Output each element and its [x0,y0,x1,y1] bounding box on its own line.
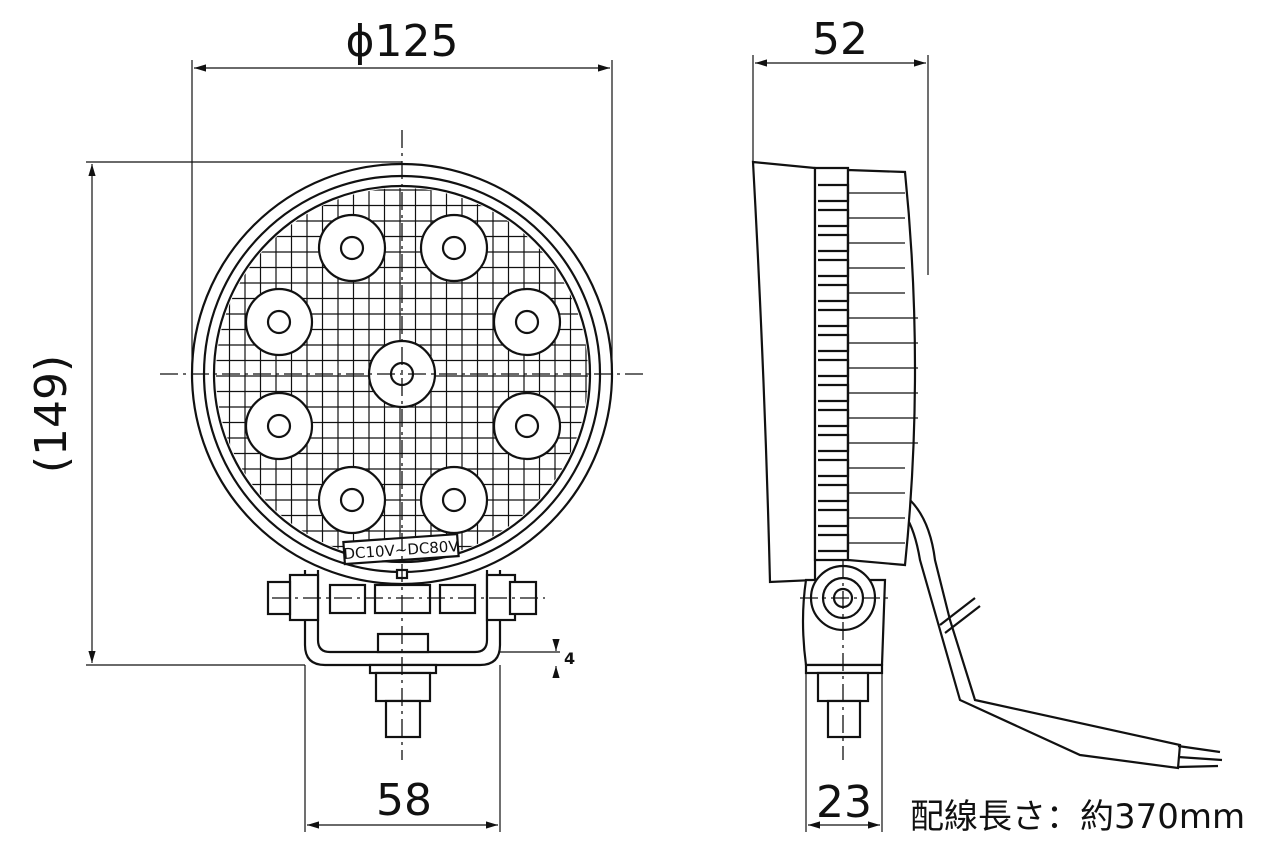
side-dimensions: 52 23 配線長さ：約370mm [752,14,1245,837]
led [492,287,562,357]
led [419,465,489,535]
led [244,287,314,357]
cable [903,497,1182,770]
led [492,391,562,461]
offset-dimension: 4 [564,649,575,668]
diameter-dimension: ϕ125 [345,16,458,67]
depth-dimension: 52 [812,14,868,65]
led [317,213,387,283]
front-dimensions: ϕ125 (149) 58 4 [26,16,613,832]
cable-length-note: 配線長さ：約370mm [910,797,1245,837]
bracket-width-dimension: 58 [376,775,432,826]
led-array [244,213,562,535]
height-dimension: (149) [26,355,77,473]
led [317,465,387,535]
led [244,391,314,461]
bezel [751,160,817,584]
led [419,213,489,283]
bracket-depth-dimension: 23 [816,777,872,828]
side-view [751,160,1223,770]
